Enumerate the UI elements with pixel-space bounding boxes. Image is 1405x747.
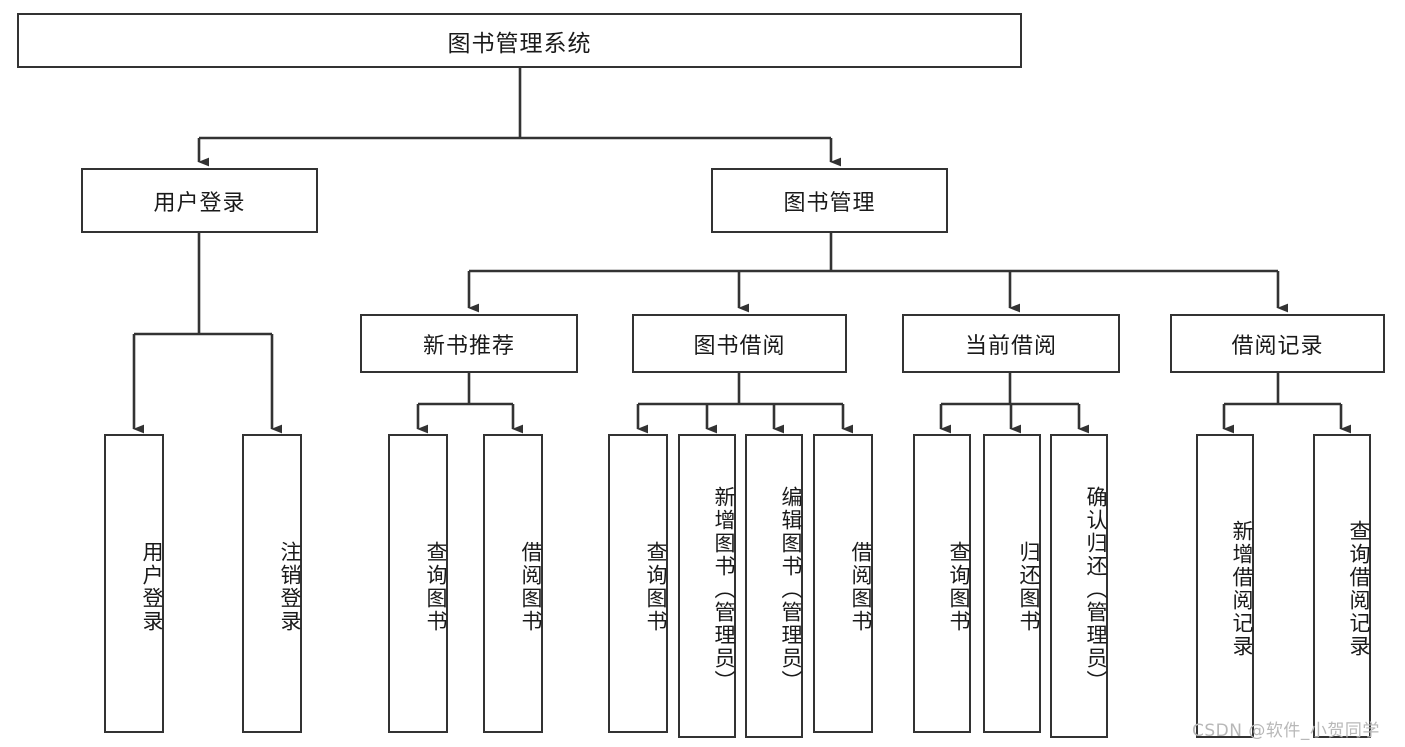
node-label: 图书管理系统 xyxy=(447,30,592,57)
node-label: 确认归还（管理员） xyxy=(1084,485,1108,693)
node-book-management[interactable]: 图书管理 xyxy=(711,168,948,233)
node-label: 注销登录 xyxy=(278,540,302,633)
node-book-borrow[interactable]: 图书借阅 xyxy=(632,314,847,373)
node-leaf-confirm-return[interactable]: 确认归还（管理员） xyxy=(1050,434,1108,738)
node-label: 查询图书 xyxy=(424,540,448,633)
node-leaf-query-book-1[interactable]: 查询图书 xyxy=(388,434,448,733)
node-label: 归还图书 xyxy=(1017,540,1041,633)
node-current-borrow[interactable]: 当前借阅 xyxy=(902,314,1120,373)
node-user-login[interactable]: 用户登录 xyxy=(81,168,318,233)
node-label: 查询图书 xyxy=(947,540,971,633)
node-leaf-borrow-book-2[interactable]: 借阅图书 xyxy=(813,434,873,733)
node-label: 当前借阅 xyxy=(964,333,1057,359)
node-label: 用户登录 xyxy=(153,190,246,216)
node-label: 查询图书 xyxy=(644,540,668,633)
node-leaf-logout-login[interactable]: 注销登录 xyxy=(242,434,302,733)
node-new-book-recommend[interactable]: 新书推荐 xyxy=(360,314,578,373)
node-label: 用户登录 xyxy=(140,540,164,633)
node-leaf-query-book-3[interactable]: 查询图书 xyxy=(913,434,971,733)
node-label: 新书推荐 xyxy=(422,333,515,359)
node-label: 借阅记录 xyxy=(1231,333,1324,359)
node-root-library-management-system[interactable]: 图书管理系统 xyxy=(17,13,1022,68)
node-label: 查询借阅记录 xyxy=(1347,520,1371,658)
node-label: 借阅图书 xyxy=(849,540,873,633)
node-borrow-record[interactable]: 借阅记录 xyxy=(1170,314,1385,373)
node-label: 编辑图书（管理员） xyxy=(779,485,803,693)
node-leaf-borrow-book-1[interactable]: 借阅图书 xyxy=(483,434,543,733)
node-leaf-edit-book[interactable]: 编辑图书（管理员） xyxy=(745,434,803,738)
node-leaf-return-book[interactable]: 归还图书 xyxy=(983,434,1041,733)
node-leaf-add-book[interactable]: 新增图书（管理员） xyxy=(678,434,736,738)
node-leaf-query-book-2[interactable]: 查询图书 xyxy=(608,434,668,733)
node-leaf-add-record[interactable]: 新增借阅记录 xyxy=(1196,434,1254,738)
node-label: 新增图书（管理员） xyxy=(712,485,736,693)
node-label: 新增借阅记录 xyxy=(1230,520,1254,658)
node-leaf-query-record[interactable]: 查询借阅记录 xyxy=(1313,434,1371,738)
node-leaf-user-login[interactable]: 用户登录 xyxy=(104,434,164,733)
node-label: 图书管理 xyxy=(783,190,876,216)
node-label: 借阅图书 xyxy=(519,540,543,633)
node-label: 图书借阅 xyxy=(693,333,786,359)
